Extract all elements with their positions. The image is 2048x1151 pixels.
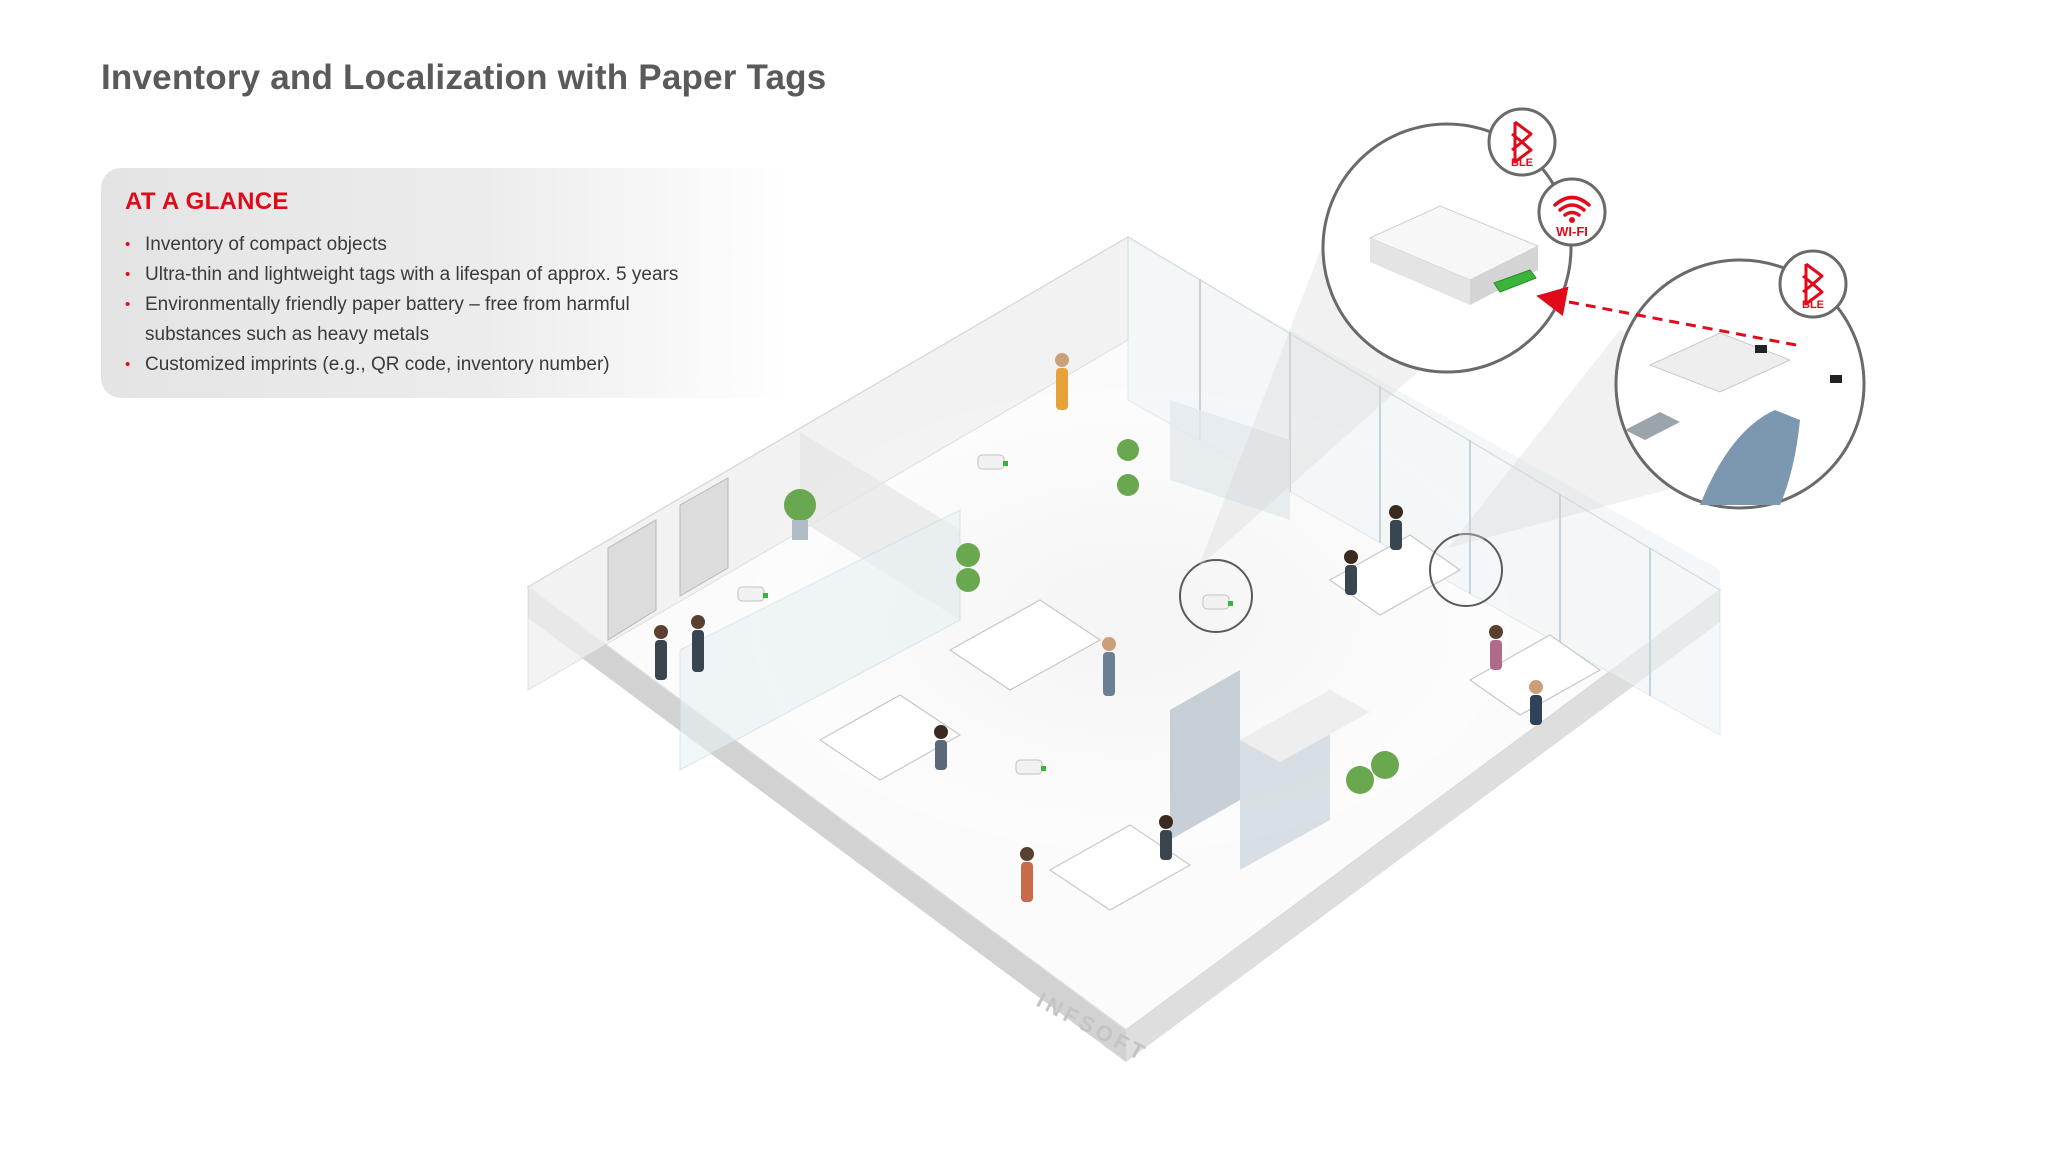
glass-walls bbox=[527, 236, 1721, 771]
plants bbox=[784, 439, 1399, 794]
paper-tag-icon bbox=[1830, 375, 1842, 383]
paper-tag-icon bbox=[1755, 345, 1767, 353]
wifi-icon bbox=[1553, 195, 1591, 217]
feature-item: •Environmentally friendly paper battery … bbox=[125, 294, 630, 345]
desk-clusters bbox=[818, 534, 1602, 911]
floor-gateways bbox=[737, 454, 1503, 775]
ble-label: BLE bbox=[1511, 157, 1533, 169]
ble-badge-tag: BLE bbox=[1778, 249, 1848, 319]
feature-list: •Inventory of compact objects •Ultra-thi… bbox=[125, 230, 785, 380]
wifi-label: WI-FI bbox=[1556, 224, 1588, 239]
connection-arrow bbox=[1536, 286, 1797, 347]
at-a-glance-heading: AT A GLANCE bbox=[125, 188, 289, 215]
feature-item: •Customized imprints (e.g., QR code, inv… bbox=[125, 354, 610, 375]
people bbox=[654, 353, 1543, 902]
meeting-pods bbox=[1170, 400, 1370, 870]
feature-item: •Inventory of compact objects bbox=[125, 234, 387, 255]
bluetooth-icon bbox=[1511, 120, 1533, 164]
gateway-zoom bbox=[1321, 122, 1573, 374]
wifi-badge: WI-FI bbox=[1537, 177, 1607, 247]
bluetooth-icon bbox=[1802, 262, 1824, 306]
at-a-glance-panel: AT A GLANCE •Inventory of compact object… bbox=[101, 168, 791, 398]
feature-item: •Ultra-thin and lightweight tags with a … bbox=[125, 264, 679, 285]
ble-badge: BLE bbox=[1487, 107, 1557, 177]
gateway-tag-icon bbox=[1493, 269, 1537, 293]
page-title: Inventory and Localization with Paper Ta… bbox=[101, 58, 827, 97]
elevators bbox=[607, 477, 729, 641]
ble-label: BLE bbox=[1802, 299, 1824, 311]
